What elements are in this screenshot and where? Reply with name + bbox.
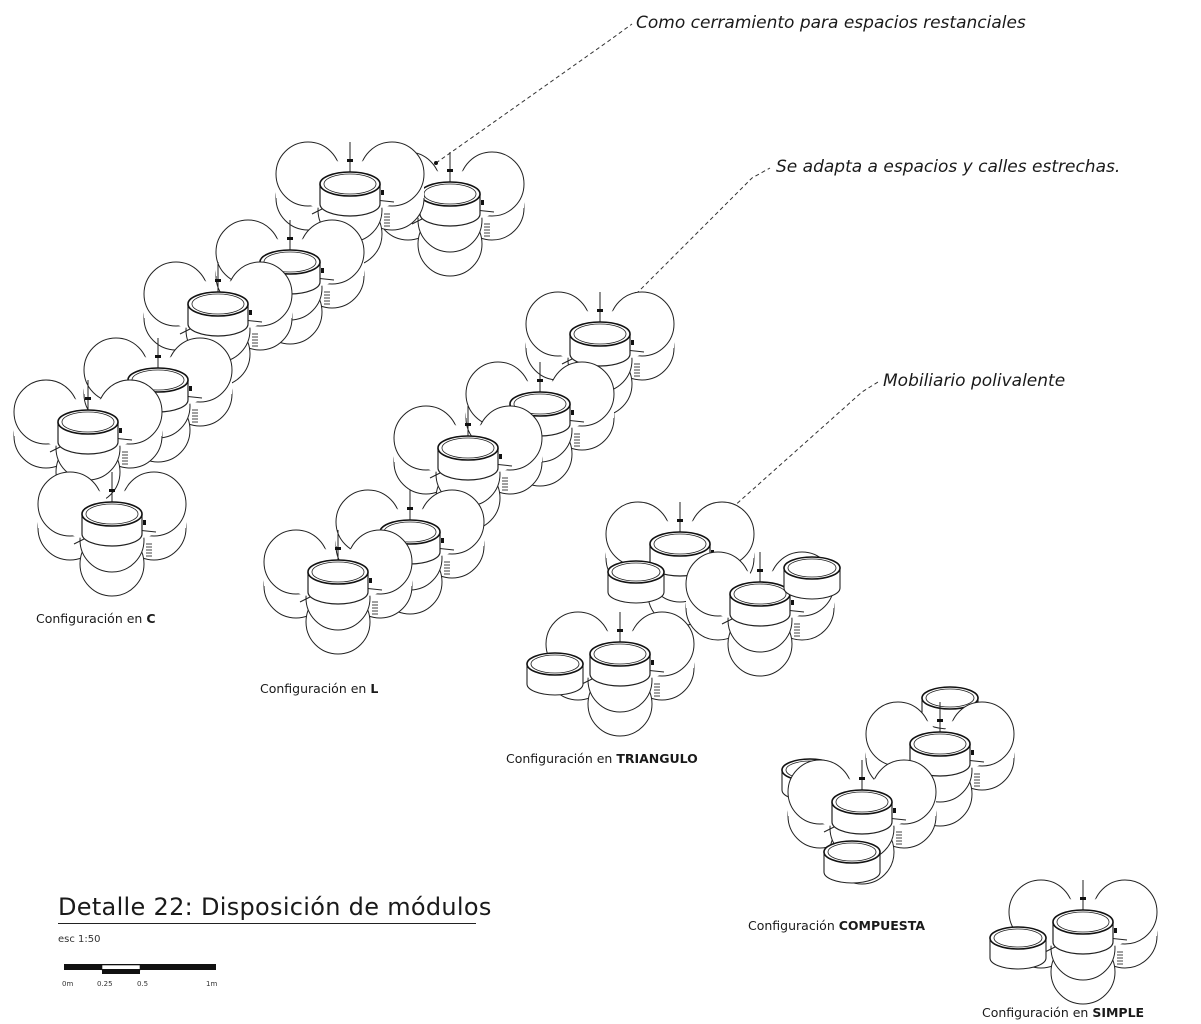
caption-config-simple: Configuración en SIMPLE xyxy=(982,1005,1144,1020)
caption-prefix: Configuración en xyxy=(506,751,617,766)
config-compuesta-modules xyxy=(781,686,1015,885)
caption-name: C xyxy=(146,611,156,626)
title-underline xyxy=(58,923,476,924)
detail-title: Detalle 22: Disposición de módulos xyxy=(58,893,492,921)
leader-line-mobiliario xyxy=(731,381,879,509)
caption-config-triangulo: Configuración en TRIANGULO xyxy=(506,751,698,766)
caption-config-compuesta: Configuración COMPUESTA xyxy=(748,918,925,933)
scale-tick-025: 0.25 xyxy=(97,980,113,988)
scale-tick-0: 0m xyxy=(62,980,74,988)
caption-config-l: Configuración en L xyxy=(260,681,378,696)
leader-line-cerramiento xyxy=(435,23,633,164)
config-l-modules xyxy=(263,291,675,655)
annotation-mobiliario: Mobiliario polivalente xyxy=(883,371,1066,391)
scale-label: esc 1:50 xyxy=(58,934,101,945)
leader-lines xyxy=(435,23,879,509)
caption-name: TRIANGULO xyxy=(616,751,698,766)
scale-bar xyxy=(64,964,216,974)
caption-prefix: Configuración en xyxy=(36,611,147,626)
caption-prefix: Configuración en xyxy=(260,681,371,696)
leader-line-adapta xyxy=(635,167,771,295)
caption-name: COMPUESTA xyxy=(838,918,926,933)
annotation-adapta: Se adapta a espacios y calles estrechas. xyxy=(776,157,1121,177)
scale-tick-1: 1m xyxy=(206,980,218,988)
annotation-cerramiento: Como cerramiento para espacios restancia… xyxy=(636,13,1026,33)
config-simple-modules xyxy=(989,879,1158,1005)
caption-config-c: Configuración en C xyxy=(36,611,156,626)
caption-name: L xyxy=(370,681,379,696)
scale-tick-05: 0.5 xyxy=(137,980,149,988)
caption-prefix: Configuración xyxy=(748,918,839,933)
config-triangulo-modules xyxy=(526,501,841,737)
caption-name: SIMPLE xyxy=(1092,1005,1145,1020)
caption-prefix: Configuración en xyxy=(982,1005,1093,1020)
